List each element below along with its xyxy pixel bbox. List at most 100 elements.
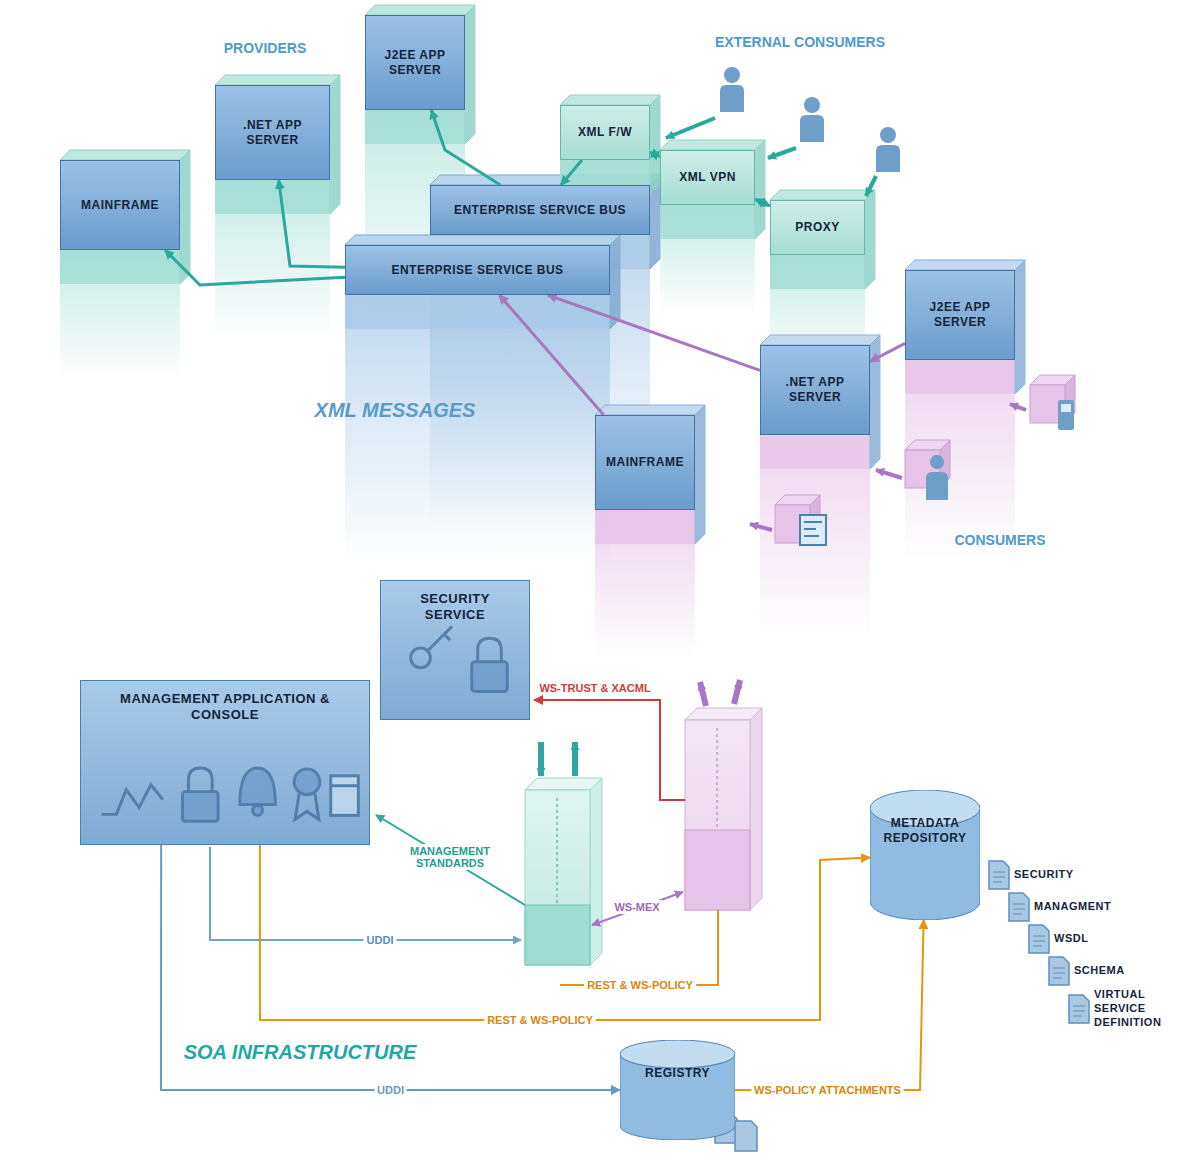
box-side-face — [755, 140, 765, 239]
connector — [561, 160, 582, 185]
node-label: SECURITY SERVICE — [391, 591, 519, 624]
column-band — [60, 250, 180, 284]
document-icon: MANAGMENT — [1008, 892, 1111, 922]
mainframe-box: MAINFRAME — [60, 160, 180, 250]
cylinder-shape — [870, 790, 980, 920]
node-label: ENTERPRISE SERVICE BUS — [391, 263, 563, 278]
edge-label: REST & WS-POLICY — [484, 1013, 596, 1027]
mainframe-box: MAINFRAME — [595, 415, 695, 510]
column-band — [345, 295, 610, 329]
annotation-label: UDDI — [364, 933, 397, 947]
column-band — [770, 255, 865, 289]
column-band — [215, 180, 330, 214]
box-top-face — [770, 190, 875, 200]
node-label: PROXY — [795, 220, 840, 235]
fading-column — [345, 295, 610, 565]
annotation-label: SOA INFRASTRUCTURE — [184, 1041, 417, 1064]
annotation-label: REST & WS-POLICY — [584, 978, 696, 992]
box-side-face — [330, 75, 340, 214]
document-icon — [1008, 892, 1030, 922]
node-label: MANAGEMENT APPLICATION & CONSOLE — [91, 691, 359, 724]
node-label: ENTERPRISE SERVICE BUS — [454, 203, 626, 218]
fading-column — [760, 435, 870, 635]
repository-cylinder: METADATA REPOSITORY — [870, 790, 980, 920]
box-top-face — [595, 405, 705, 415]
document-icon: WSDL — [1028, 924, 1088, 954]
app-server-box: J2EE APP SERVER — [365, 15, 465, 110]
edge-label: UDDI — [374, 1083, 407, 1097]
box-top-face — [365, 5, 475, 15]
node-label: VIRTUAL SERVICE DEFINITION — [1094, 988, 1186, 1029]
node-label: SCHEMA — [1074, 964, 1125, 978]
consumer-arrows — [666, 118, 1026, 530]
fading-column — [660, 205, 755, 315]
column-band — [660, 205, 755, 239]
service-bus-bar: ENTERPRISE SERVICE BUS — [345, 245, 610, 295]
connector — [755, 199, 770, 206]
connector — [260, 845, 870, 1020]
box-side-face — [465, 5, 475, 144]
connector — [161, 845, 620, 1090]
node-label: XML F/W — [578, 125, 632, 140]
document-icon: SECURITY — [988, 860, 1074, 890]
box-side-face — [865, 190, 875, 289]
box-side-face — [695, 405, 705, 544]
service-bus-bar: ENTERPRISE SERVICE BUS — [430, 185, 650, 235]
node-label: SECURITY — [1014, 868, 1074, 882]
annotation-label: CONSUMERS — [954, 532, 1045, 548]
box-top-face — [60, 150, 190, 160]
node-label: MAINFRAME — [606, 455, 684, 470]
annotation-label: MANAGEMENT STANDARDS — [399, 844, 501, 870]
document-icon: SCHEMA — [1048, 956, 1125, 986]
document-icon — [1028, 924, 1050, 954]
node-label: MANAGMENT — [1034, 900, 1111, 914]
connector — [870, 343, 905, 361]
app-server-box: .NET APP SERVER — [760, 345, 870, 435]
box-top-face — [760, 335, 880, 345]
connector — [735, 920, 924, 1090]
fading-column — [215, 180, 330, 340]
box-side-face — [180, 150, 190, 284]
cylinder-shape — [620, 1040, 735, 1140]
node-label: REGISTRY — [645, 1066, 710, 1081]
infrastructure-columns — [525, 708, 762, 965]
gateway-box: PROXY — [770, 200, 865, 255]
annotation-label: XML MESSAGES — [315, 399, 476, 422]
connector — [548, 295, 760, 370]
connector — [279, 180, 345, 267]
column-band — [365, 110, 465, 144]
node-label: J2EE APP SERVER — [372, 48, 458, 78]
app-server-box: .NET APP SERVER — [215, 85, 330, 180]
box-side-face — [1015, 260, 1025, 394]
security-service-box: SECURITY SERVICE — [380, 580, 530, 720]
node-label: .NET APP SERVER — [222, 118, 323, 148]
management-console-box: MANAGEMENT APPLICATION & CONSOLE — [80, 680, 370, 845]
column-band — [595, 510, 695, 544]
document-icon — [988, 860, 1010, 890]
edge-label: WS-POLICY ATTACHMENTS — [751, 1083, 904, 1097]
connector — [431, 110, 500, 185]
node-label: XML VPN — [679, 170, 736, 185]
document-icon — [1068, 994, 1090, 1024]
node-label: METADATA REPOSITORY — [876, 816, 974, 846]
box-side-face — [650, 95, 660, 194]
annotation-label: WS-MEX — [611, 900, 662, 914]
connector — [499, 295, 603, 415]
column-faces — [60, 5, 1025, 660]
fading-column — [905, 360, 1015, 560]
node-label: .NET APP SERVER — [767, 375, 863, 405]
box-top-face — [905, 260, 1025, 270]
gateway-box: XML VPN — [660, 150, 755, 205]
registry-cylinder: REGISTRY — [620, 1040, 735, 1140]
box-top-face — [660, 140, 765, 150]
annotation-label: WS-TRUST & XACML — [536, 681, 653, 695]
gateway-box: XML F/W — [560, 105, 650, 160]
document-icon — [1048, 956, 1070, 986]
box-top-face — [215, 75, 340, 85]
annotation-label: PROVIDERS — [224, 40, 306, 56]
column-band — [760, 435, 870, 469]
node-label: MAINFRAME — [81, 198, 159, 213]
fading-column — [595, 510, 695, 660]
box-top-face — [560, 95, 660, 105]
